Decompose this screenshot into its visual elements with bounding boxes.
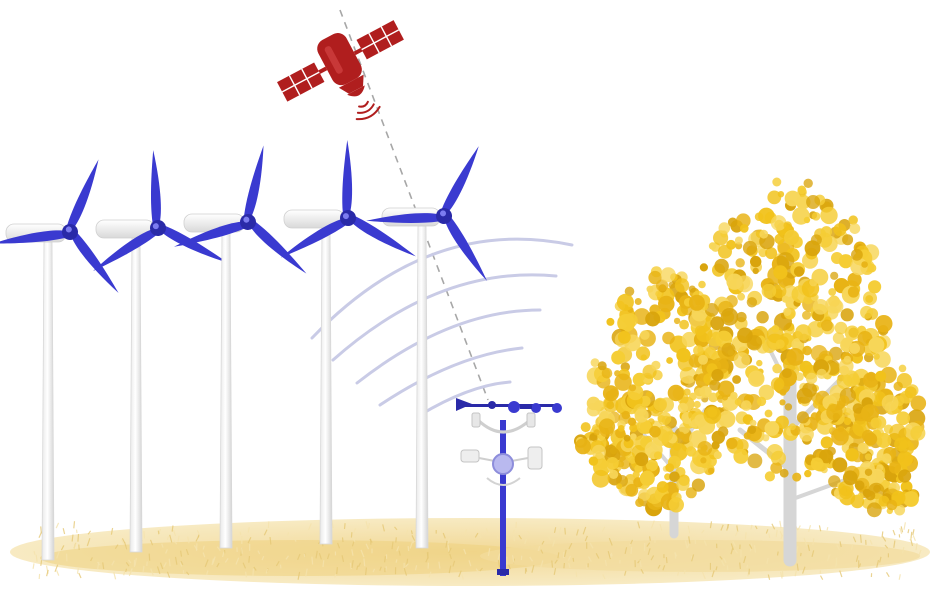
trees <box>574 177 927 567</box>
tree-foliage <box>574 177 927 518</box>
turbine-rotor-icon <box>366 146 488 282</box>
turbine-rotor-icon <box>92 150 228 272</box>
wind-vane-icon <box>456 398 472 411</box>
turbine-rotor-icon <box>174 145 307 274</box>
turbine-tower <box>319 227 333 545</box>
data-logger-icon <box>492 453 514 475</box>
wind-turbine-3 <box>174 145 307 549</box>
satellite-beam <box>339 9 489 401</box>
satellite-body <box>317 33 362 86</box>
turbine-tower <box>41 241 55 561</box>
signal-waves <box>310 237 574 417</box>
turbine-tower <box>129 237 143 553</box>
satellite-solar-panel-left <box>277 62 325 102</box>
turbine-rotor-icon <box>280 139 416 258</box>
wind-turbine-4 <box>280 139 416 545</box>
turbine-tower <box>219 231 233 549</box>
weather-station <box>456 398 562 576</box>
turbine-rotor-icon <box>0 159 119 294</box>
satellite <box>277 20 404 121</box>
wind-turbines <box>0 139 488 561</box>
satellite-solar-panel-right <box>356 20 404 60</box>
wind-turbine-1 <box>0 159 119 561</box>
anemometer-icon <box>508 401 562 413</box>
transmission-icon <box>355 100 381 121</box>
turbine-tower <box>415 225 429 549</box>
wind-turbine-5 <box>366 146 488 549</box>
wind-turbine-2 <box>92 150 228 553</box>
